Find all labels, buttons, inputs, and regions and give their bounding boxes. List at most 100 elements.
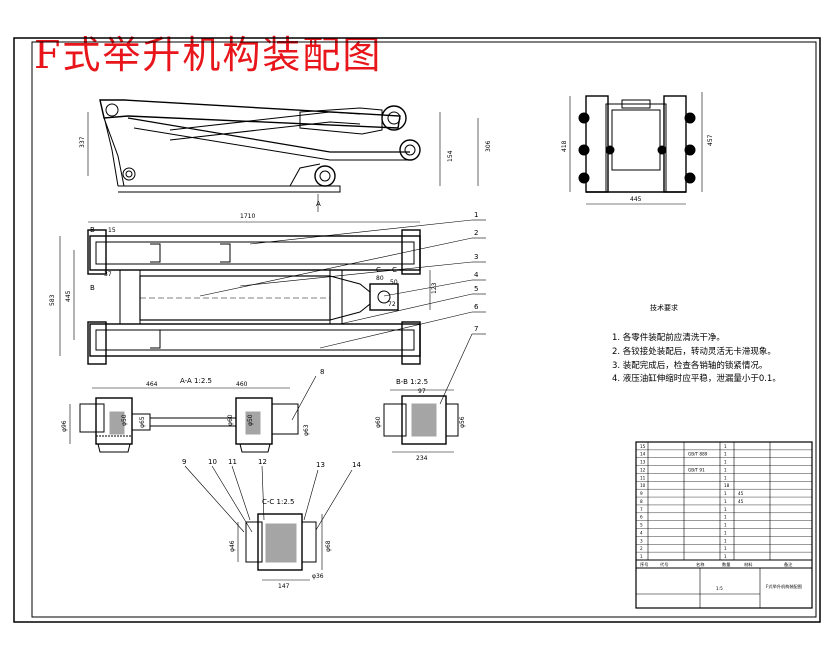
- requirement-3: 3. 装配完成后，检查各销轴的锁紧情况。: [612, 360, 767, 371]
- parts-cell: 6: [640, 515, 643, 520]
- parts-cell: 1: [724, 554, 727, 559]
- parts-cell: 10: [640, 483, 646, 488]
- section-bb: [383, 389, 459, 453]
- top-dim-inner-width: 445: [65, 290, 72, 302]
- title-block-name: F式举升机构装配图: [766, 583, 802, 590]
- parts-cell: 12: [640, 467, 646, 472]
- parts-cell: 5: [640, 523, 643, 528]
- parts-cell: 15: [640, 444, 646, 449]
- top-dim-rod-offset: 37: [104, 271, 112, 278]
- section-cc-dim-bottom: 147: [278, 583, 290, 590]
- title-block-scale: 1:5: [716, 586, 723, 591]
- top-dim-cyl-end: 80: [376, 275, 384, 282]
- parts-cell: GB/T 91: [688, 467, 705, 472]
- parts-header-name: 名称: [696, 561, 704, 568]
- parts-cell: 8: [640, 499, 643, 504]
- section-aa-dim-h3: φ50: [121, 414, 128, 426]
- section-aa-dim-h5: φ50: [247, 414, 254, 426]
- top-dim-length: 1710: [240, 213, 255, 220]
- parts-cell: 11: [640, 475, 646, 480]
- parts-header-no: 序号: [640, 561, 648, 568]
- parts-cell: 3: [640, 538, 643, 543]
- top-section-mark-b2: B: [90, 284, 95, 292]
- section-cc-dim-right: φ68: [325, 540, 332, 552]
- section-aa-dim-h2: φ65: [139, 416, 146, 428]
- parts-cell: 1: [724, 538, 727, 543]
- parts-cell: 1: [724, 452, 727, 457]
- callout-11: 11: [228, 458, 237, 466]
- callout-13: 13: [316, 461, 325, 469]
- inner-frame: [31, 41, 817, 618]
- section-bb-title: B-B 1:2.5: [396, 378, 428, 386]
- top-dim-left-offset: 15: [108, 227, 116, 234]
- section-cc-dim-left: φ46: [229, 540, 236, 552]
- section-bb-dim-left: φ60: [375, 416, 382, 428]
- parts-cell: 9: [640, 491, 643, 496]
- parts-cell: 1: [724, 507, 727, 512]
- callout-12: 12: [258, 458, 267, 466]
- top-section-mark-b1: B: [90, 226, 95, 234]
- parts-cell: 1: [640, 554, 643, 559]
- parts-cell: 1: [724, 467, 727, 472]
- parts-cell: 1: [724, 475, 727, 480]
- parts-cell: 4: [640, 530, 643, 535]
- callout-10: 10: [208, 458, 217, 466]
- parts-header-qty: 数量: [722, 561, 730, 568]
- end-dim-width: 445: [630, 196, 642, 203]
- section-bb-dim-top: 97: [418, 388, 426, 395]
- callout-4: 4: [474, 271, 479, 279]
- parts-cell: 1: [724, 546, 727, 551]
- section-aa-dim-left: 464: [146, 381, 158, 388]
- callout-5: 5: [474, 285, 478, 293]
- parts-cell: 1: [724, 499, 727, 504]
- parts-cell: 7: [640, 507, 643, 512]
- parts-cell: 1: [724, 530, 727, 535]
- parts-cell: GB/T 889: [688, 452, 708, 457]
- section-bb-dim-right: φ56: [459, 416, 466, 428]
- parts-header-material: 材料: [744, 561, 753, 568]
- end-dim-left: 418: [561, 140, 568, 152]
- section-aa: [69, 387, 299, 453]
- section-bb-dim-bottom: 234: [416, 455, 428, 462]
- requirements-heading: 技术要求: [650, 303, 678, 312]
- parts-cell: 1: [724, 515, 727, 520]
- parts-header-code: 代号: [660, 561, 668, 568]
- parts-cell: 1: [724, 491, 727, 496]
- top-dim-pin-right: 123: [431, 282, 438, 294]
- side-view: [87, 99, 479, 212]
- section-aa-title: A-A 1:2.5: [180, 377, 212, 385]
- section-cc: [237, 513, 323, 581]
- side-section-mark: A: [316, 200, 321, 208]
- section-aa-dim-h1: φ96: [61, 420, 68, 432]
- side-dim-left: 337: [79, 136, 86, 148]
- section-aa-dim-right: 460: [236, 381, 248, 388]
- side-dim-pin: 154: [447, 150, 454, 162]
- callout-14: 14: [352, 461, 361, 469]
- parts-cell: 1: [724, 523, 727, 528]
- requirement-2: 2. 各铰接处装配后，转动灵活无卡滞现象。: [612, 346, 776, 357]
- parts-cell: 1: [724, 444, 727, 449]
- top-dim-cyl-w: 50: [390, 279, 398, 286]
- top-dim-overall-width: 583: [49, 294, 56, 306]
- section-cc-dim-bottom2: φ36: [312, 573, 324, 580]
- callout-3: 3: [474, 253, 478, 261]
- parts-header-remark: 备注: [784, 561, 793, 568]
- parts-cell: 18: [724, 483, 730, 488]
- requirement-4: 4. 液压油缸伸缩时应平稳，泄漏量小于0.1。: [612, 373, 781, 384]
- callout-2: 2: [474, 229, 478, 237]
- top-section-mark-c1: C: [376, 266, 381, 274]
- end-view: [569, 92, 703, 205]
- callout-leaders: [184, 219, 486, 533]
- section-cc-title: C-C 1:2.5: [262, 498, 294, 506]
- parts-cell: 14: [640, 452, 646, 457]
- callout-7: 7: [474, 325, 478, 333]
- callout-1: 1: [474, 211, 478, 219]
- section-aa-dim-h4: φ60: [227, 414, 234, 426]
- parts-cell: 45: [738, 491, 744, 496]
- outer-frame: [13, 37, 821, 623]
- top-view: [59, 221, 431, 365]
- top-dim-cyl-w2: 72: [388, 301, 396, 308]
- parts-cell: 13: [640, 460, 646, 465]
- requirement-1: 1. 各零件装配前应清洗干净。: [612, 332, 725, 343]
